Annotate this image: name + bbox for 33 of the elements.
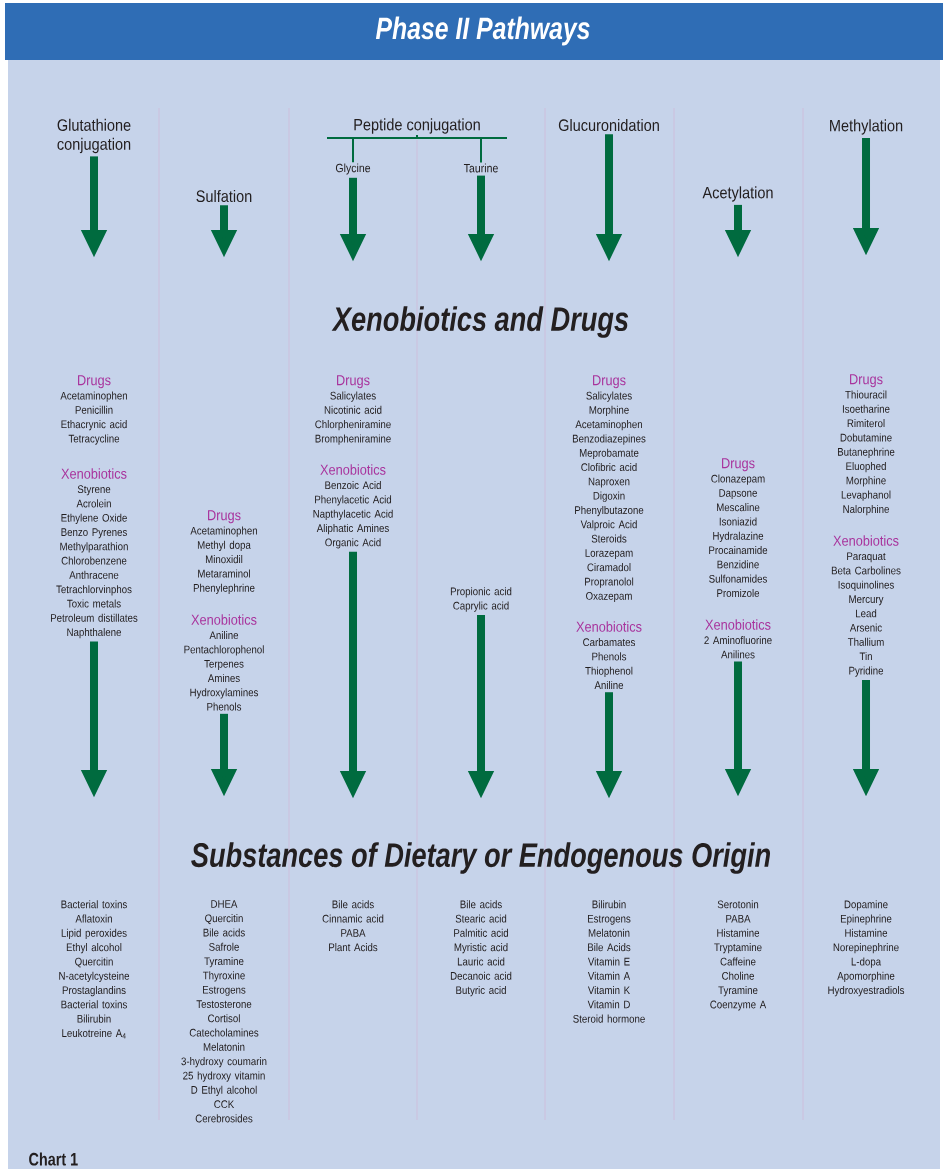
substance-list: Xenobiotics 2 Aminofluorine Anilines — [704, 619, 772, 659]
substance-list: Bilirubin Estrogens Melatonin Bile Acids Vitamin E Vitamin A Vitamin K Vitamin D Steroid hormone — [573, 900, 645, 1023]
pathway-label: Glycine — [335, 163, 371, 175]
substance-list: Bile acids Cinnamic acid PABA Plant Acids — [322, 900, 384, 952]
substance-list: Bacterial toxins Aflatoxin Lipid peroxides Ethyl alcohol Quercitin N-acetylcysteine Prostaglandins Bacterial toxins Bilirubin Leukotreine A$_{4}$ — [59, 900, 130, 1039]
pathway-label: Methylation — [830, 119, 903, 135]
substance-list: Drugs Acetaminophen Penicillin Ethacrynic acid Tetracycline — [60, 375, 127, 445]
chart-caption: Chart 1 — [29, 1152, 78, 1166]
section-heading: Substances of Dietary or Endogenous Origin — [191, 842, 771, 874]
pathway-label: Peptide conjugation — [354, 118, 480, 134]
substance-list: Drugs Salicylates Morphine Acetaminophen Benzodiazepines Meprobamate Clofibric acid Naproxen Digoxin Phenylbutazone Valproic Acid Steroids Lorazepam Ciramadol Propranolol Oxazepam — [572, 375, 646, 602]
substance-list: Xenobiotics Paraquat Beta Carbolines Isoquinolines Mercury Lead Arsenic Thallium Tin Pyridine — [831, 535, 901, 677]
substance-list: Dopamine Epinephrine Histamine Norepinephrine L-dopa Apomorphine Hydroxyestradiols — [828, 900, 905, 997]
substance-list: Drugs Thiouracil Isoetharine Rimiterol Dobutamine Butanephrine Eluophed Morphine Levaphanol Nalorphine — [838, 374, 895, 516]
substance-list: Xenobiotics Carbamates Phenols Thiophenol Aniline — [576, 621, 642, 689]
title-banner: Phase II Pathways — [5, 3, 943, 60]
section-heading: Xenobiotics and Drugs — [331, 306, 629, 338]
substance-list: Xenobiotics Benzoic Acid Phenylacetic Acid Napthylacetic Acid Aliphatic Amines Organic Acid — [313, 464, 393, 549]
substance-list: Propionic acid Caprylic acid — [450, 587, 512, 612]
pathway-label: Taurine — [463, 163, 498, 173]
substance-list: Xenobiotics Styrene Acrolein Ethylene Oxide Benzo Pyrenes Methylparathion Chlorobenzene Anthracene Tetrachlorvinphos Toxic metals Petroleum distillates Naphthalene — [51, 468, 138, 639]
pathway-label: Sulfation — [196, 189, 252, 203]
substance-list: Drugs Acetaminophen Methyl dopa Minoxidil Metaraminol Phenylephrine — [190, 510, 257, 594]
pathway-label: Acetylation — [702, 186, 773, 202]
substance-list: Serotonin PABA Histamine Tryptamine Caffeine Choline Tyramine Coenzyme A — [710, 900, 767, 1011]
substance-list: DHEA Quercitin Bile acids Safrole Tyramine Thyroxine Estrogens Testosterone Cortisol Catecholamines Melatonin 3-hydroxy coumarin 25 hydroxy vitamin D Ethyl alcohol CCK Cerebrosides — [181, 900, 267, 1123]
substance-list: Drugs Clonazepam Dapsone Mescaline Isoniazid Hydralazine Procainamide Benzidine Sulfonamides Promizole — [709, 458, 768, 597]
pathway-label: Glucuronidation — [558, 118, 659, 132]
pathway-label: Glutathione conjugation — [57, 118, 131, 154]
connector-line — [416, 133, 482, 164]
substance-list: Bile acids Stearic acid Palmitic acid Myristic acid Lauric acid Decanoic acid Butyric acid — [450, 900, 512, 997]
substance-list: Drugs Salicylates Nicotinic acid Chlorpheniramine Brompheniramine — [315, 375, 391, 445]
substance-list: Xenobiotics Aniline Pentachlorophenol Terpenes Amines Hydroxylamines Phenols — [184, 614, 264, 711]
